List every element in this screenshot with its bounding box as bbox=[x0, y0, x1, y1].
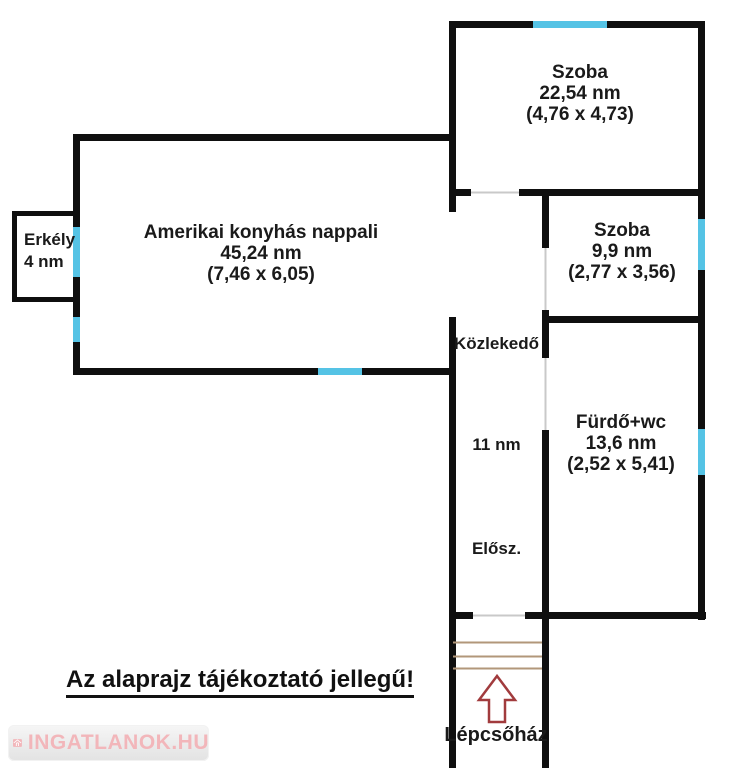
room-label-lepcsohaz: Lépcsőház bbox=[436, 725, 556, 746]
window-icon-living-balcony bbox=[73, 227, 80, 277]
window-icon-living-bottom bbox=[318, 368, 362, 375]
window-icon-szoba-kis bbox=[698, 219, 705, 270]
room-area: 22,54 nm bbox=[539, 83, 621, 104]
wall-corridor-right-b bbox=[542, 310, 549, 358]
wall-corridor-left bbox=[449, 317, 456, 768]
room-area: 13,6 nm bbox=[585, 433, 657, 454]
walls bbox=[12, 21, 706, 768]
room-dims: (2,77 x 3,56) bbox=[568, 262, 676, 283]
room-label-furdo: Fürdő+wc 13,6 nm (2,52 x 5,41) bbox=[551, 412, 691, 475]
room-area-kozlekedo: 11 nm bbox=[444, 434, 549, 456]
wall-top-room-bottom-a bbox=[449, 189, 471, 196]
wall-balcony-top bbox=[12, 211, 80, 216]
room-label-kozlekedo: Közlekedő bbox=[444, 333, 549, 355]
room-dims: (4,76 x 4,73) bbox=[526, 104, 634, 125]
house-icon bbox=[13, 739, 22, 747]
room-label-erkely: Erkély 4 nm bbox=[24, 229, 80, 273]
window-icon-furdo bbox=[698, 429, 705, 475]
window-markers bbox=[73, 21, 705, 475]
room-name: Amerikai konyhás nappali bbox=[143, 222, 379, 243]
room-dims: (7,46 x 6,05) bbox=[207, 264, 315, 285]
room-label-szoba-nagy: Szoba 22,54 nm (4,76 x 4,73) bbox=[460, 62, 700, 125]
room-area: 9,9 nm bbox=[591, 241, 653, 262]
wall-living-top bbox=[73, 134, 456, 141]
door-openings bbox=[471, 191, 547, 617]
disclaimer-text: Az alaprajz tájékoztató jellegű! bbox=[66, 666, 415, 698]
room-name: Szoba bbox=[552, 62, 608, 83]
stair-steps-icon bbox=[453, 641, 542, 670]
room-dims: (2,52 x 5,41) bbox=[567, 454, 675, 475]
watermark-text: INGATLANOK.HU bbox=[27, 731, 209, 754]
room-label-nappali: Amerikai konyhás nappali 45,24 nm (7,46 … bbox=[111, 222, 411, 285]
room-area: 11 nm bbox=[472, 435, 521, 454]
window-icon-top-room bbox=[533, 21, 607, 28]
room-name: Szoba bbox=[594, 220, 650, 241]
room-name: Elősz. bbox=[471, 539, 522, 558]
room-label-szoba-kis: Szoba 9,9 nm (2,77 x 3,56) bbox=[552, 220, 692, 283]
wall-corridor-right-c bbox=[542, 430, 549, 768]
room-label-eloszoba: Elősz. bbox=[444, 538, 549, 560]
wall-bottom-a bbox=[449, 612, 473, 619]
room-name: Erkély bbox=[24, 230, 76, 249]
wall-top-room-left bbox=[449, 21, 456, 212]
wall-corridor-right-a bbox=[542, 189, 549, 248]
wall-living-bottom bbox=[73, 368, 456, 375]
wall-szoba-kis-bottom bbox=[542, 316, 705, 323]
room-name: Közlekedő bbox=[453, 334, 540, 353]
watermark-badge: INGATLANOK.HU bbox=[8, 725, 209, 761]
up-arrow-icon bbox=[476, 673, 518, 724]
room-area: 45,24 nm bbox=[220, 243, 302, 264]
wall-balcony-bottom bbox=[12, 297, 80, 302]
wall-bottom-b bbox=[525, 612, 706, 619]
room-area: 4 nm bbox=[24, 252, 64, 271]
window-icon-living-lower bbox=[73, 317, 80, 342]
room-name: Lépcsőház bbox=[444, 724, 548, 746]
wall-top-room-bottom-b bbox=[519, 189, 705, 196]
room-name: Fürdő+wc bbox=[575, 412, 667, 433]
wall-balcony-left bbox=[12, 211, 17, 302]
